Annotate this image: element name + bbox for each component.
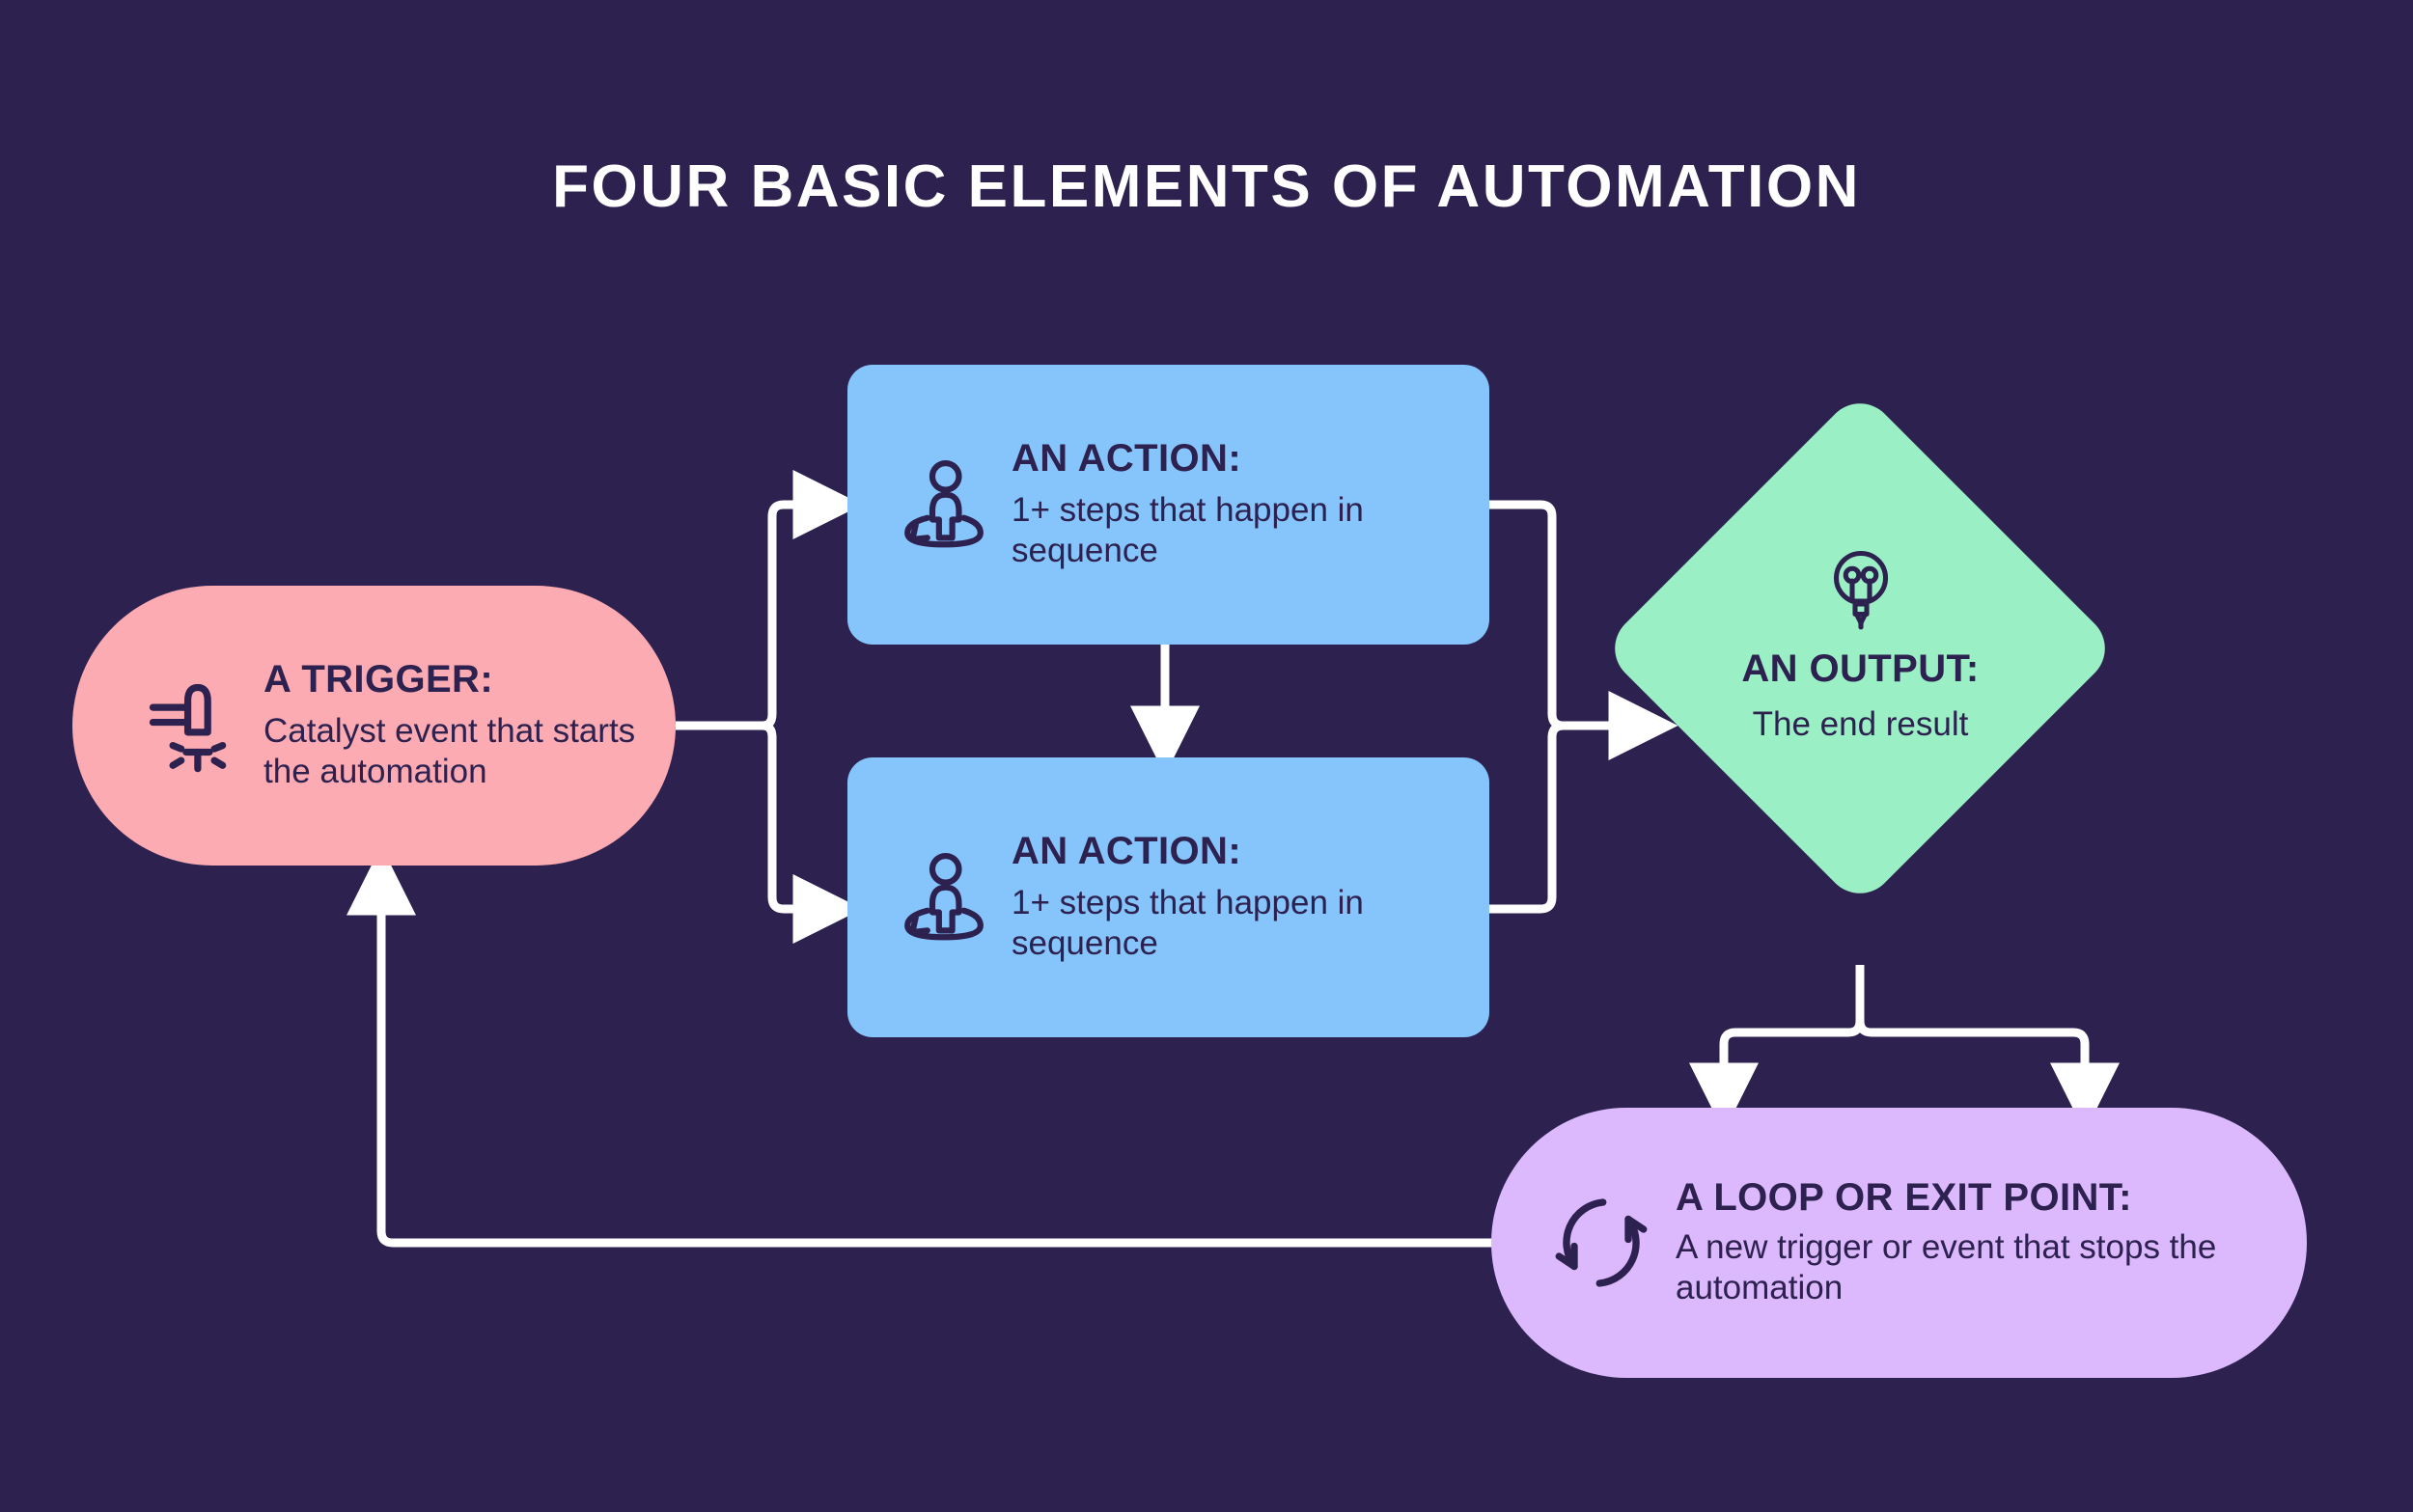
trigger-text: A TRIGGER: Catalyst event that starts th… <box>263 658 637 793</box>
wire-trigger-to-action1 <box>762 470 863 730</box>
node-loop-exit-point[interactable]: A LOOP OR EXIT POINT: A new trigger or e… <box>1491 1108 2307 1378</box>
action1-description: 1+ steps that happen in sequence <box>1012 490 1364 570</box>
trigger-description: Catalyst event that starts the automatio… <box>263 711 636 791</box>
person-rotate-icon <box>904 459 984 548</box>
node-action-1[interactable]: AN ACTION: 1+ steps that happen in seque… <box>847 365 1489 645</box>
plug-spark-icon <box>149 683 227 773</box>
wire-output-to-loop-right <box>1855 1020 2120 1133</box>
action1-icon-wrap <box>876 452 1012 558</box>
loop-icon-wrap <box>1526 1189 1676 1297</box>
wire-output-to-loop-left <box>1689 1020 1865 1133</box>
page-title: FOUR BASIC ELEMENTS OF AUTOMATION <box>552 153 1861 220</box>
person-rotate-icon <box>904 852 984 941</box>
loop-description: A new trigger or event that stops the au… <box>1676 1227 2217 1307</box>
wire-action2-to-merge <box>1489 721 1565 914</box>
trigger-icon-wrap <box>119 673 263 779</box>
loop-heading: A LOOP OR EXIT POINT: <box>1676 1175 2132 1219</box>
action1-heading: AN ACTION: <box>1012 436 1242 480</box>
trigger-heading: A TRIGGER: <box>263 657 494 701</box>
loop-text: A LOOP OR EXIT POINT: A new trigger or e… <box>1676 1176 2268 1309</box>
node-action-2[interactable]: AN ACTION: 1+ steps that happen in seque… <box>847 757 1489 1037</box>
node-trigger[interactable]: A TRIGGER: Catalyst event that starts th… <box>72 586 676 866</box>
action2-icon-wrap <box>876 844 1012 950</box>
wire-action1-to-merge <box>1489 500 1565 730</box>
action2-description: 1+ steps that happen in sequence <box>1012 883 1364 963</box>
action2-text: AN ACTION: 1+ steps that happen in seque… <box>1012 830 1470 965</box>
wire-trigger-to-action2 <box>762 721 863 944</box>
refresh-loop-icon <box>1555 1198 1647 1287</box>
wire-loop-to-trigger-feedback <box>347 845 1506 1248</box>
action2-heading: AN ACTION: <box>1012 829 1242 872</box>
action1-text: AN ACTION: 1+ steps that happen in seque… <box>1012 437 1470 572</box>
